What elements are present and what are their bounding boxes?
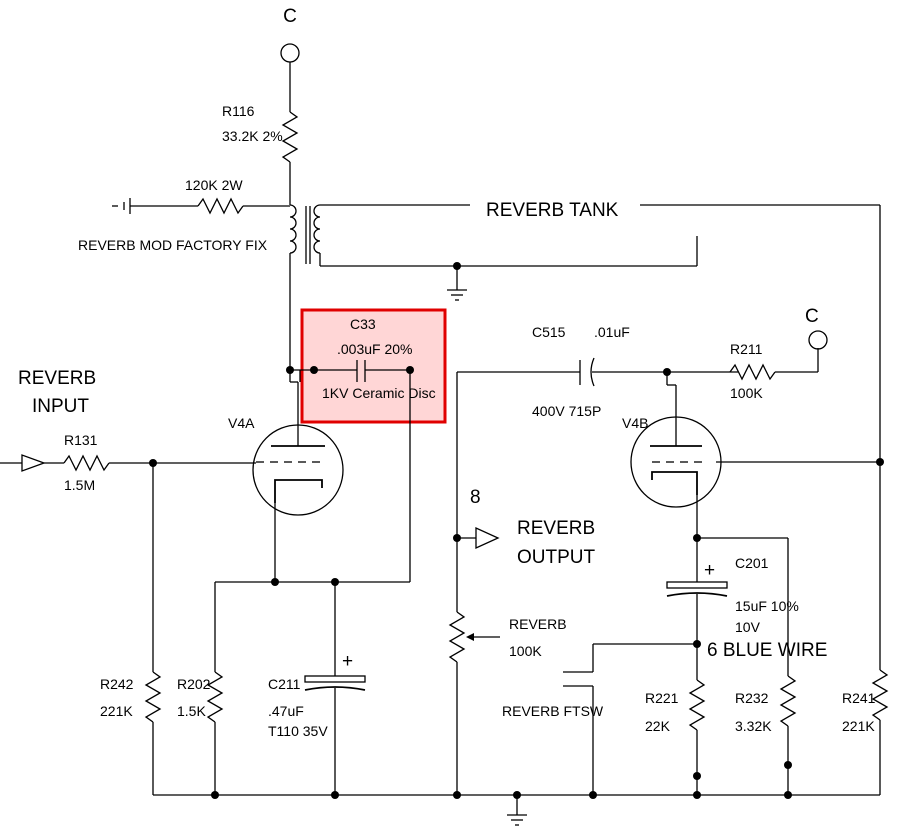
label-c515-rating: 400V 715P: [532, 403, 601, 419]
label-reverb-tank: REVERB TANK: [486, 200, 619, 221]
ground-icon-bottom: [507, 814, 527, 826]
label-c201-value: 15uF 10%: [735, 598, 799, 614]
label-r211-name: R211: [730, 341, 763, 357]
terminal-c-right-icon: [808, 330, 828, 350]
label-r232-value: 3.32K: [735, 718, 772, 734]
label-c211-name: C211: [268, 676, 301, 692]
label-c33-type: 1KV Ceramic Disc: [322, 385, 436, 401]
label-v4a: V4A: [228, 415, 255, 431]
label-c211-plus: +: [342, 651, 353, 672]
resistor-r211: [729, 363, 776, 381]
resistor-r202: [206, 671, 224, 723]
label-r241-name: R241: [842, 690, 876, 706]
label-c211-type: T110 35V: [268, 723, 328, 739]
label-r242-value: 221K: [100, 703, 133, 719]
label-r221-value: 22K: [645, 718, 671, 734]
resistor-r232: [779, 675, 797, 727]
label-pin-8: 8: [470, 487, 481, 508]
label-r242-name: R242: [100, 676, 134, 692]
resistor-r131: [63, 454, 110, 472]
label-c33-name: C33: [350, 316, 376, 332]
label-reverb-input-2: INPUT: [32, 396, 89, 417]
label-r211-value: 100K: [730, 385, 763, 401]
capacitor-c211: [304, 675, 366, 683]
ground-icon-tank: [447, 289, 467, 301]
label-pot-value: 100K: [509, 643, 542, 659]
resistor-r242: [144, 671, 162, 723]
label-r221-name: R221: [645, 690, 679, 706]
reverb-input-connector-icon: [21, 454, 46, 472]
label-r241-value: 221K: [842, 718, 875, 734]
label-c33-value: .003uF 20%: [337, 341, 413, 357]
label-c-top: C: [283, 6, 297, 27]
label-c515-name: C515: [532, 324, 566, 340]
label-mod-fix: REVERB MOD FACTORY FIX: [78, 237, 268, 253]
label-r131-value: 1.5M: [64, 477, 95, 493]
resistor-r221: [688, 679, 706, 731]
label-r116-name: R116: [222, 103, 255, 119]
reverb-transformer-secondary: [313, 204, 321, 254]
label-r131-name: R131: [64, 432, 98, 448]
capacitor-c201: [666, 581, 728, 589]
terminal-c-top-icon: [280, 43, 300, 63]
resistor-r116: [281, 111, 299, 163]
resistor-120k: [197, 197, 244, 215]
c33-highlight-box: [300, 308, 447, 424]
potentiometer-reverb: [448, 611, 466, 663]
label-r232-name: R232: [735, 690, 769, 706]
label-120k: 120K 2W: [185, 177, 243, 193]
label-c201-plus: +: [704, 560, 715, 581]
label-blue-wire: 6 BLUE WIRE: [707, 640, 827, 661]
label-reverb-output-2: OUTPUT: [517, 547, 596, 568]
label-r116-value: 33.2K 2%: [222, 128, 283, 144]
label-c201-voltage: 10V: [735, 619, 761, 635]
label-pot-name: REVERB: [509, 616, 567, 632]
label-r202-name: R202: [177, 676, 211, 692]
resistor-r241: [871, 669, 889, 721]
label-c-right: C: [805, 306, 819, 327]
label-c515-value: .01uF: [594, 324, 630, 340]
reverb-output-connector-icon: [475, 526, 500, 550]
label-c211-value: .47uF: [268, 703, 304, 719]
label-r202-value: 1.5K: [177, 703, 206, 719]
label-c201-name: C201: [735, 555, 769, 571]
label-reverb-input-1: REVERB: [18, 368, 96, 389]
label-ftsw: REVERB FTSW: [502, 703, 604, 719]
reverb-transformer-primary: [289, 204, 297, 254]
label-reverb-output-1: REVERB: [517, 518, 595, 539]
label-v4b: V4B: [622, 415, 648, 431]
